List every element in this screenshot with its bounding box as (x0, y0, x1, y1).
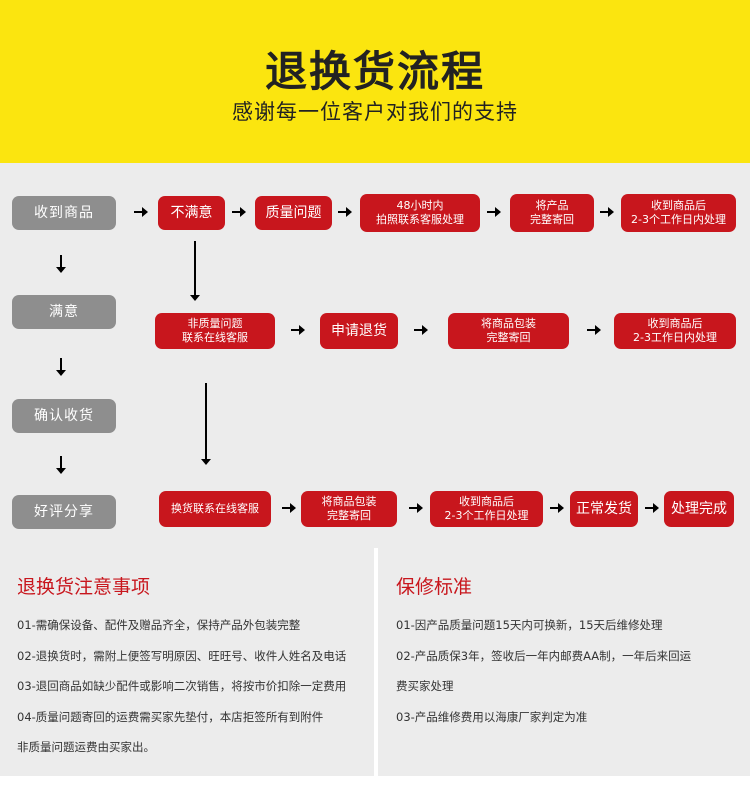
return-notes-list: 01-需确保设备、配件及赠品齐全，保持产品外包装完整 02-退换货时，需附上便签… (17, 610, 367, 763)
step-ship: 正常发货 (570, 491, 638, 527)
step-pack: 将商品包装完整寄回 (448, 313, 569, 349)
list-item: 04-质量问题寄回的运费需买家先垫付，本店拒签所有到附件 (17, 709, 324, 724)
flow-chart: 收到商品 满意 确认收货 好评分享 不满意 质量问题 48小时内拍照联系客服处理… (0, 163, 750, 548)
step-received: 收到商品 (12, 196, 116, 230)
return-notes-title: 退换货注意事项 (17, 576, 151, 598)
arrow-right-icon (338, 207, 352, 217)
step-quality: 质量问题 (255, 196, 332, 230)
return-notes-panel: 退换货注意事项 01-需确保设备、配件及赠品齐全，保持产品外包装完整 02-退换… (0, 548, 376, 776)
arrow-right-icon (291, 325, 305, 335)
list-item: 费买家处理 (396, 679, 454, 693)
step-non-quality: 非质量问题联系在线客服 (155, 313, 275, 349)
arrow-right-icon (134, 207, 148, 217)
step-send-back: 将产品完整寄回 (510, 194, 594, 232)
step-unsatisfied: 不满意 (158, 196, 225, 230)
arrow-down-icon (201, 383, 211, 465)
list-item: 03-产品维修费用以海康厂家判定为准 (396, 709, 588, 724)
step-confirm: 确认收货 (12, 399, 116, 433)
step-refund: 申请退货 (320, 313, 398, 349)
arrow-right-icon (409, 503, 423, 513)
list-item: 03-退回商品如缺少配件或影响二次销售，将按市价扣除一定费用 (17, 679, 347, 693)
step-exchange: 换货联系在线客服 (159, 491, 271, 527)
list-item: 02-产品质保3年，签收后一年内邮费AA制，一年后来回运 (396, 648, 692, 663)
warranty-list: 01-因产品质量问题15天内可换新，15天后维修处理 02-产品质保3年，签收后… (396, 610, 741, 732)
list-item: 02-退换货时，需附上便签写明原因、旺旺号、收件人姓名及电话 (17, 648, 347, 663)
arrow-right-icon (282, 503, 296, 513)
arrow-down-icon (56, 255, 66, 273)
arrow-right-icon (232, 207, 246, 217)
warranty-title: 保修标准 (396, 576, 473, 598)
list-item: 01-因产品质量问题15天内可换新，15天后维修处理 (396, 618, 663, 632)
step-satisfied: 满意 (12, 295, 116, 329)
page-subtitle: 感谢每一位客户对我们的支持 (232, 100, 518, 124)
arrow-right-icon (587, 325, 601, 335)
arrow-right-icon (645, 503, 659, 513)
arrow-right-icon (600, 207, 614, 217)
header-banner: 退换货流程 感谢每一位客户对我们的支持 (0, 0, 750, 163)
page-title: 退换货流程 (264, 47, 485, 96)
arrow-right-icon (414, 325, 428, 335)
arrow-down-icon (56, 456, 66, 474)
arrow-down-icon (190, 241, 200, 301)
arrow-right-icon (487, 207, 501, 217)
arrow-right-icon (550, 503, 564, 513)
arrow-down-icon (56, 358, 66, 376)
list-item: 非质量问题运费由买家出。 (17, 740, 155, 754)
warranty-panel: 保修标准 01-因产品质量问题15天内可换新，15天后维修处理 02-产品质保3… (378, 548, 750, 776)
step-contact: 48小时内拍照联系客服处理 (360, 194, 480, 232)
step-complete: 处理完成 (664, 491, 734, 527)
list-item: 01-需确保设备、配件及赠品齐全，保持产品外包装完整 (17, 618, 301, 632)
step-pack: 将商品包装完整寄回 (301, 491, 397, 527)
step-review: 好评分享 (12, 495, 116, 529)
